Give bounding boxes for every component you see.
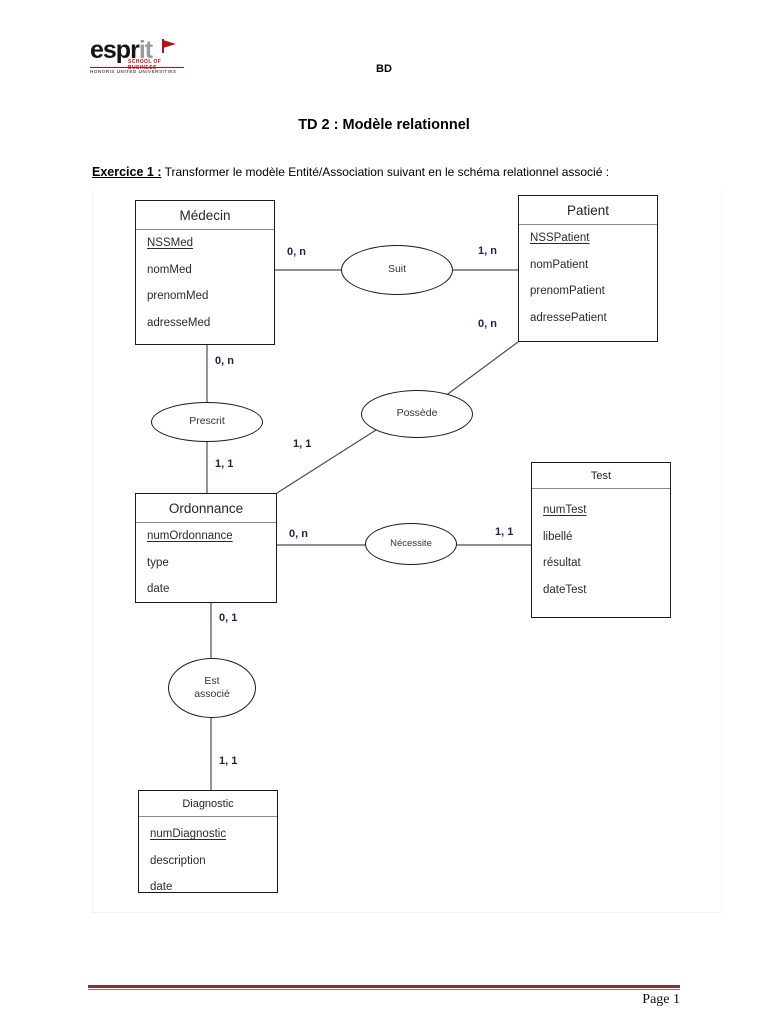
cardinality-medecin-suit: 0, n bbox=[287, 246, 306, 258]
exercise-text: Transformer le modèle Entité/Association… bbox=[161, 165, 610, 179]
cardinality-estassocie-diagnostic: 1, 1 bbox=[219, 755, 238, 767]
attribute-adressemed: adresseMed bbox=[147, 316, 211, 329]
association-prescrit-label: Prescrit bbox=[189, 415, 225, 428]
exercise-statement: Exercice 1 : Transformer le modèle Entit… bbox=[92, 165, 609, 179]
cardinality-necessite-test: 1, 1 bbox=[495, 526, 514, 538]
attribute-numdiagnostic: numDiagnostic bbox=[150, 828, 227, 840]
association-possede[interactable]: Possède bbox=[361, 390, 473, 438]
link-possede-ordonnance bbox=[276, 429, 377, 494]
attribute-prenommed: prenomMed bbox=[147, 290, 209, 302]
entity-medecin[interactable]: Médecin NSSMed nomMed prenomMed adresseM… bbox=[135, 200, 275, 345]
entity-diagnostic[interactable]: Diagnostic numDiagnostic description dat… bbox=[138, 790, 278, 893]
logo-word-grey: it bbox=[138, 36, 153, 64]
diagram-connectors bbox=[206, 269, 531, 790]
attribute-nssmed: NSSMed bbox=[147, 237, 194, 249]
entity-patient-attributes: NSSPatient nomPatient prenomPatient adre… bbox=[519, 225, 657, 338]
association-suit-label: Suit bbox=[387, 263, 407, 276]
cardinality-possede-ordonnance: 1, 1 bbox=[293, 438, 312, 450]
attribute-numordonnance: numOrdonnance bbox=[147, 530, 233, 542]
attribute-adressepatient: adressePatient bbox=[530, 311, 607, 324]
attribute-datetest: dateTest bbox=[543, 583, 587, 596]
er-diagram: Médecin NSSMed nomMed prenomMed adresseM… bbox=[92, 190, 722, 913]
attribute-type: type bbox=[147, 556, 169, 569]
cardinality-prescrit-ordonnance: 1, 1 bbox=[215, 458, 234, 470]
logo-divider bbox=[90, 67, 184, 68]
entity-test[interactable]: Test numTest libellé résultat dateTest bbox=[531, 462, 671, 618]
exercise-label: Exercice 1 : bbox=[92, 165, 162, 179]
logo-flag-icon bbox=[163, 40, 176, 48]
attribute-description: description bbox=[150, 854, 206, 867]
document-course-code: BD bbox=[376, 63, 392, 75]
attribute-libelle: libellé bbox=[543, 530, 573, 543]
entity-patient[interactable]: Patient NSSPatient nomPatient prenomPati… bbox=[518, 195, 658, 342]
association-est-associe-label-line1: Est bbox=[204, 674, 220, 687]
association-est-associe[interactable]: Est associé bbox=[168, 658, 256, 718]
logo-flag-pole-bar bbox=[162, 39, 164, 53]
logo-subtitle: SCHOOL OF BUSINESS bbox=[128, 59, 162, 71]
attribute-prenompatient: prenomPatient bbox=[530, 285, 605, 297]
entity-diagnostic-title: Diagnostic bbox=[139, 791, 277, 817]
entity-diagnostic-attributes: numDiagnostic description date bbox=[139, 817, 277, 908]
entity-patient-title: Patient bbox=[519, 196, 657, 225]
cardinality-patient-possede: 0, n bbox=[478, 318, 497, 330]
logo-word-dark: espr bbox=[90, 36, 140, 64]
entity-ordonnance-title: Ordonnance bbox=[136, 494, 276, 523]
page-number: Page 1 bbox=[642, 992, 680, 1007]
entity-medecin-title: Médecin bbox=[136, 201, 274, 230]
association-est-associe-label-line2: associé bbox=[194, 688, 230, 700]
entity-ordonnance-attributes: numOrdonnance type date bbox=[136, 523, 276, 610]
logo-wordmark: esprit bbox=[90, 36, 153, 64]
cardinality-medecin-prescrit: 0, n bbox=[215, 355, 234, 367]
attribute-resultat: résultat bbox=[543, 557, 581, 569]
attribute-nommed: nomMed bbox=[147, 263, 192, 276]
association-possede-label: Possède bbox=[396, 407, 438, 420]
attribute-nompatient: nomPatient bbox=[530, 258, 589, 271]
entity-ordonnance[interactable]: Ordonnance numOrdonnance type date bbox=[135, 493, 277, 603]
link-patient-possede bbox=[436, 341, 519, 403]
attribute-nsspatient: NSSPatient bbox=[530, 232, 590, 244]
cardinality-ordonnance-estassocie: 0, 1 bbox=[219, 612, 238, 624]
logo-footer-text: HONORIS UNITED UNIVERSITIES bbox=[90, 69, 177, 74]
entity-medecin-attributes: NSSMed nomMed prenomMed adresseMed bbox=[136, 230, 274, 343]
entity-test-attributes: numTest libellé résultat dateTest bbox=[532, 489, 670, 610]
footer-rule-bottom bbox=[88, 988, 680, 990]
cardinality-ordonnance-necessite: 0, n bbox=[289, 528, 308, 540]
association-suit[interactable]: Suit bbox=[341, 245, 453, 295]
cardinality-suit-patient: 1, n bbox=[478, 245, 497, 257]
attribute-date-diagnostic: date bbox=[150, 881, 173, 893]
attribute-date-ordonnance: date bbox=[147, 583, 170, 595]
esprit-logo: esprit SCHOOL OF BUSINESS HONORIS UNITED… bbox=[90, 38, 186, 78]
footer-rule-top bbox=[88, 985, 680, 988]
association-necessite[interactable]: Nécessite bbox=[365, 523, 457, 565]
entity-test-title: Test bbox=[532, 463, 670, 489]
page-title: TD 2 : Modèle relationnel bbox=[298, 117, 470, 133]
association-prescrit[interactable]: Prescrit bbox=[151, 402, 263, 442]
attribute-numtest: numTest bbox=[543, 504, 587, 516]
association-necessite-label: Nécessite bbox=[390, 538, 432, 550]
